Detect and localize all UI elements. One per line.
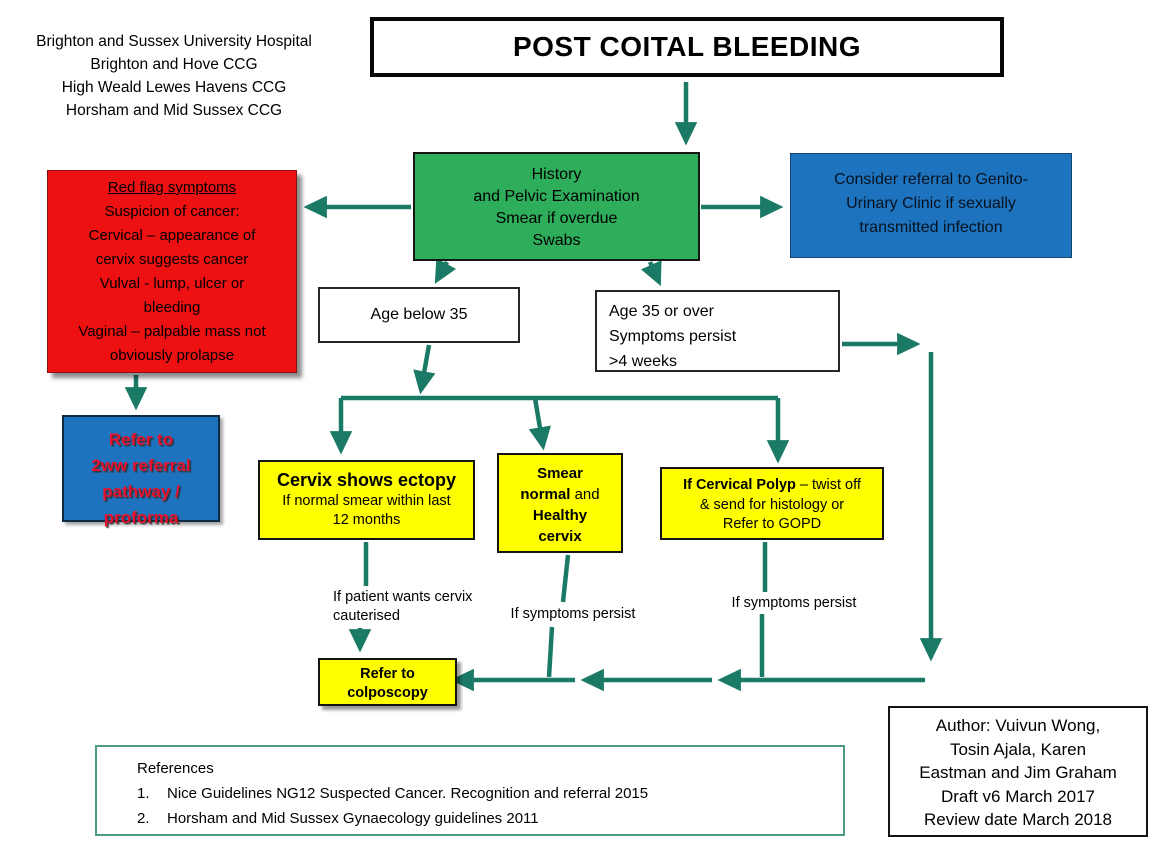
line-smear-down-lower [546,626,555,678]
smear-line2-bold: normal [520,486,571,503]
references-heading: References [137,760,214,777]
refer-2ww-node: Refer to 2ww referral pathway / proforma [62,415,220,527]
smear-line4: cervix [538,528,582,545]
reference-number: 2. [137,810,150,827]
history-examination-node: History and Pelvic Examination Smear if … [413,152,700,261]
polyp-line2: & send for histology or [699,496,845,513]
cervix-ectopy-subtitle: If normal smear within last 12 months [282,493,451,528]
organisation-names: Brighton and Sussex University Hospital … [36,33,312,119]
reference-item: 1. Nice Guidelines NG12 Suspected Cancer… [137,781,843,806]
polyp-line1-regular: – twist off [795,477,861,493]
reference-text: Horsham and Mid Sussex Gynaecology guide… [167,810,539,827]
label-patient-wants-cauterised: If patient wants cervix cauterised [333,589,473,624]
reference-number: 1. [137,785,150,802]
reference-item: 2. Horsham and Mid Sussex Gynaecology gu… [137,806,843,831]
author-box: Author: Vuivun Wong, Tosin Ajala, Karen … [888,706,1148,837]
cervix-ectopy-title: Cervix shows ectopy [276,470,457,490]
label-symptoms-persist-mid: If symptoms persist [510,606,636,622]
reference-text: Nice Guidelines NG12 Suspected Cancer. R… [167,785,649,802]
smear-line3: Healthy [532,507,588,524]
refer-colposcopy-node: Refer to colposcopy [318,658,457,706]
arrow-age-below-to-branch [413,344,436,395]
age-below-35-label: Age below 35 [370,306,468,323]
smear-line1: Smear [537,465,583,482]
cervical-polyp-node: If Cervical Polyp – twist off & send for… [660,467,884,540]
arrow-history-to-age-below [434,258,457,284]
red-flag-body: Suspicion of cancer: Cervical – appearan… [78,203,266,364]
age-35-or-over-node: Age 35 or over Symptoms persist >4 weeks [595,290,840,372]
red-flag-symptoms-node: Red flag symptoms Suspicion of cancer: C… [47,170,297,373]
polyp-line3: Refer to GOPD [722,516,822,532]
arrow-history-to-age-over [640,260,662,287]
references-box: References 1. Nice Guidelines NG12 Suspe… [95,745,845,836]
arrow-branch-to-smear [528,397,551,451]
gum-referral-node: Consider referral to Genito- Urinary Cli… [790,153,1072,258]
smear-line2-regular: and [570,486,600,503]
page-title: POST COITAL BLEEDING [512,31,862,62]
smear-normal-node: Smear normal and Healthy cervix [497,453,623,553]
label-symptoms-persist-right: If symptoms persist [731,595,857,611]
line-smear-down-upper [560,554,571,603]
title-box: POST COITAL BLEEDING [370,17,1004,77]
polyp-line1-bold: If Cervical Polyp [683,477,796,493]
cervix-ectopy-node: Cervix shows ectopy If normal smear with… [258,460,475,540]
red-flag-title: Red flag symptoms [107,179,237,196]
age-below-35-node: Age below 35 [318,287,520,343]
